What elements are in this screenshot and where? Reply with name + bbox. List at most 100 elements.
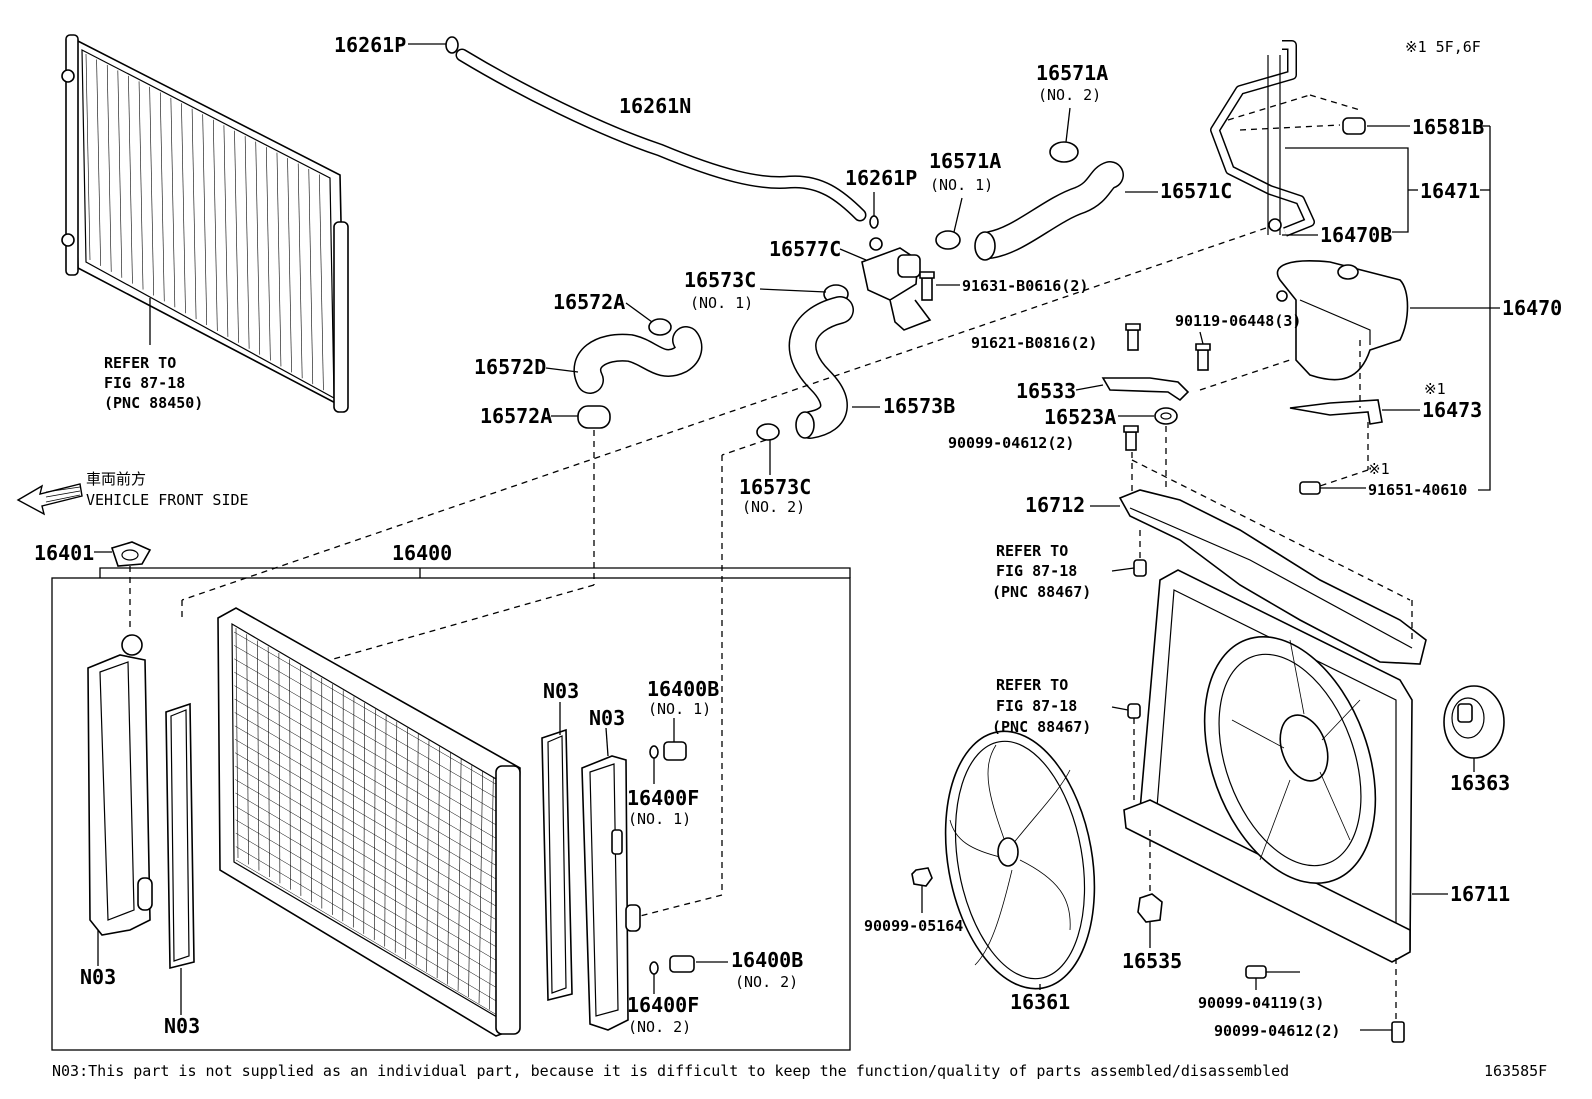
radiator-fin (447, 752, 451, 985)
label-90099-04119: 90099-04119(3) (1198, 994, 1324, 1012)
label-16261P-mid: 16261P (845, 166, 917, 190)
label-16473-mark: ※1 (1424, 380, 1446, 398)
radiator-fin (233, 631, 507, 791)
label-16471: 16471 (1420, 179, 1480, 203)
label-n03-left-gasket: N03 (164, 1014, 200, 1038)
condenser-fin (255, 141, 261, 355)
arrow-left-icon (16, 483, 83, 516)
label-16535: 16535 (1122, 949, 1182, 973)
fan-ref-line-1: REFER TO (996, 676, 1068, 694)
condenser-fin (223, 125, 229, 337)
label-90099-04612-top: 90099-04612(2) (948, 434, 1074, 452)
condenser-fin (128, 75, 133, 284)
reservoir-parts (1075, 40, 1500, 601)
label-90119: 90119-06448(3) (1175, 312, 1301, 330)
radiator-fin (235, 765, 504, 925)
radiator-fin (363, 702, 365, 934)
label-16711: 16711 (1450, 882, 1510, 906)
radiator-fin (235, 806, 504, 965)
label-n03-left-tank: N03 (80, 965, 116, 989)
radiator-fin (278, 652, 281, 884)
label-16523A: 16523A (1044, 405, 1116, 429)
ref-line-1: REFER TO (104, 354, 176, 372)
label-16361: 16361 (1010, 990, 1070, 1014)
radiator-fin (246, 634, 249, 865)
radiator-fin (457, 759, 462, 991)
ref-line-2: FIG 87-18 (104, 374, 185, 392)
radiator-fin (234, 685, 506, 844)
radiator-fin (267, 646, 270, 877)
condenser-fin (96, 59, 101, 266)
condenser-fin (117, 70, 123, 278)
condenser-fin (202, 114, 207, 326)
label-91621: 91621-B0816(2) (971, 334, 1097, 352)
vehicle-front-indicator: 車両前方 VEHICLE FRONT SIDE (16, 470, 249, 516)
label-16573B: 16573B (883, 394, 955, 418)
label-16573C-top: 16573C (684, 268, 756, 292)
condenser-reference: REFER TO FIG 87-18 (PNC 88450) (104, 354, 203, 412)
condenser-fin (138, 81, 144, 290)
condenser-fin (159, 92, 165, 302)
vehicle-front-jp: 車両前方 (86, 470, 146, 488)
label-16712: 16712 (1025, 493, 1085, 517)
radiator-fin (478, 771, 483, 1004)
fan-shroud-parts (911, 489, 1505, 1043)
radiator-fin (234, 712, 505, 871)
radiator-fin (234, 752, 505, 911)
condenser-fin (213, 119, 218, 331)
radiator-fin (234, 725, 505, 885)
bracket-ref-line-3: (PNC 88467) (992, 583, 1091, 601)
variant-note: ※1 5F,6F (1405, 38, 1481, 56)
condenser-fin (181, 103, 186, 314)
label-91631: 91631-B0616(2) (962, 277, 1088, 295)
radiator-fin (233, 645, 506, 804)
condenser-fin (85, 53, 91, 261)
label-16400B-top-no: (NO. 1) (648, 700, 711, 718)
radiator-fin (235, 627, 239, 859)
label-16261N: 16261N (619, 94, 691, 118)
label-16400: 16400 (392, 541, 452, 565)
label-16571C: 16571C (1160, 179, 1232, 203)
label-16581B: 16581B (1412, 115, 1484, 139)
label-16573C-top-no: (NO. 1) (690, 294, 753, 312)
label-16400F-bottom: 16400F (627, 993, 699, 1017)
radiator-group-box (51, 577, 851, 1051)
label-16572D: 16572D (474, 355, 546, 379)
fan-ref-line-2: FIG 87-18 (996, 697, 1077, 715)
condenser-fin (287, 158, 292, 373)
radiator-fin (489, 777, 494, 1010)
radiator-fin (234, 658, 506, 818)
upper-hose-parts (408, 36, 1158, 475)
label-16363: 16363 (1450, 771, 1510, 795)
radiator-fin (300, 665, 302, 896)
label-16400B-bottom-no: (NO. 2) (735, 973, 798, 991)
label-16400F-bottom-no: (NO. 2) (628, 1018, 691, 1036)
condenser-fin (191, 108, 197, 320)
label-16470: 16470 (1502, 296, 1562, 320)
radiator-fin (235, 792, 504, 952)
condenser-fin (234, 130, 239, 343)
radiator-fin (234, 672, 506, 831)
radiator-fin (257, 640, 260, 871)
label-16261P-top: 16261P (334, 33, 406, 57)
label-n03-right-gasket: N03 (543, 679, 579, 703)
radiator-assembly (51, 541, 851, 1051)
ref-line-3: (PNC 88450) (104, 394, 203, 412)
label-16573C-bottom: 16573C (739, 475, 811, 499)
label-16572A-bottom: 16572A (480, 404, 552, 428)
label-16470B: 16470B (1320, 223, 1392, 247)
label-91651-mark: ※1 (1368, 460, 1390, 478)
label-16401: 16401 (34, 541, 94, 565)
callout-labels: 16261P 16261N 16261P 16571A (NO. 2) 1657… (34, 33, 1562, 1040)
footer-note: N03:This part is not supplied as an indi… (52, 1062, 1289, 1080)
condenser-fin (106, 64, 112, 272)
radiator-fin (235, 779, 504, 938)
radiator-fin (235, 859, 503, 1019)
radiator-fin (352, 696, 355, 928)
condenser-fin (149, 86, 154, 296)
assembly-lines (181, 227, 1267, 917)
condenser-fin (244, 136, 250, 349)
label-16400F-top-no: (NO. 1) (628, 810, 691, 828)
condenser-fin (170, 97, 176, 308)
